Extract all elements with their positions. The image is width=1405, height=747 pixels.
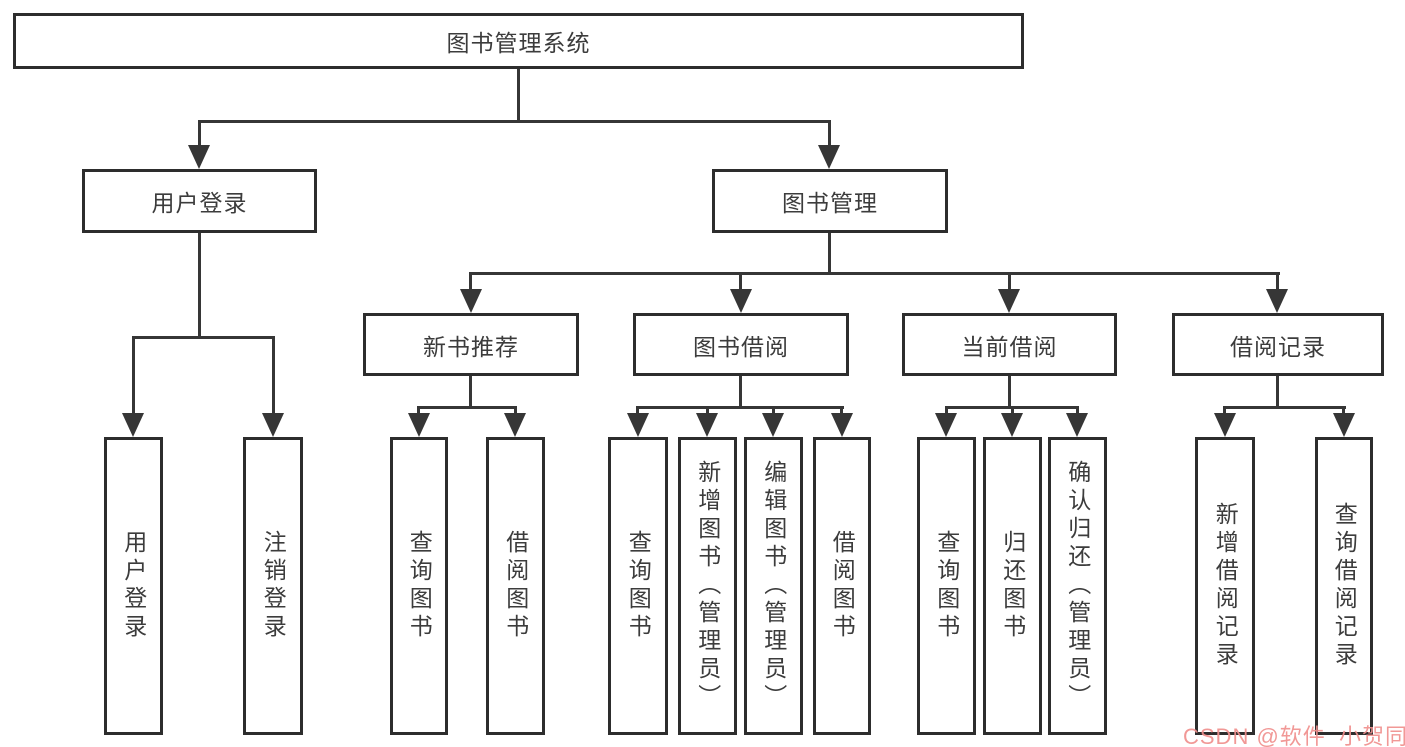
leaf-logout: 注销登录: [243, 437, 303, 735]
connector-vline: [517, 69, 520, 120]
leaf-borrow-add-books-admin-label: 新增图书（管理员）: [694, 460, 721, 712]
arrowhead-down: [1266, 289, 1288, 313]
arrowhead-down: [1333, 413, 1355, 437]
connector-vline: [739, 376, 742, 406]
node-book-borrowing-label: 图书借阅: [693, 333, 789, 360]
connector-hline: [198, 120, 831, 123]
connector-vline: [198, 120, 201, 148]
arrowhead-down: [831, 413, 853, 437]
leaf-current-confirm-return-admin-label: 确认归还（管理员）: [1064, 460, 1091, 712]
node-new-book-recommend: 新书推荐: [363, 313, 579, 376]
node-book-management-label: 图书管理: [782, 190, 878, 216]
leaf-borrow-query-books: 查询图书: [608, 437, 668, 735]
leaf-user-login-label: 用户登录: [120, 530, 147, 642]
leaf-borrow-query-books-label: 查询图书: [625, 530, 652, 642]
node-user-login: 用户登录: [82, 169, 317, 233]
node-borrow-records-label: 借阅记录: [1230, 333, 1326, 360]
connector-vline: [417, 406, 420, 418]
leaf-newbook-query-books-label: 查询图书: [406, 530, 433, 642]
connector-vline: [1342, 406, 1345, 418]
arrowhead-down: [696, 413, 718, 437]
connector-vline: [132, 336, 135, 416]
node-book-management: 图书管理: [712, 169, 948, 233]
connector-vline: [828, 233, 831, 272]
leaf-current-return-books: 归还图书: [983, 437, 1042, 735]
arrowhead-down: [1214, 413, 1236, 437]
connector-vline: [272, 336, 275, 416]
connector-vline: [469, 272, 472, 292]
arrowhead-down: [122, 413, 144, 437]
node-root: 图书管理系统: [13, 13, 1024, 69]
node-borrow-records: 借阅记录: [1172, 313, 1384, 376]
connector-vline: [636, 406, 639, 418]
leaf-newbook-borrow-books: 借阅图书: [486, 437, 545, 735]
arrowhead-down: [1001, 413, 1023, 437]
leaf-newbook-query-books: 查询图书: [390, 437, 448, 735]
arrowhead-down: [935, 413, 957, 437]
connector-vline: [945, 406, 948, 418]
arrowhead-down: [460, 289, 482, 313]
node-user-login-label: 用户登录: [151, 190, 248, 216]
leaf-records-query-record-label: 查询借阅记录: [1331, 502, 1358, 670]
leaf-user-login: 用户登录: [104, 437, 163, 735]
leaf-borrow-edit-books-admin-label: 编辑图书（管理员）: [760, 460, 787, 712]
leaf-borrow-borrow-books-label: 借阅图书: [829, 530, 856, 642]
connector-vline: [1008, 272, 1011, 292]
leaf-records-add-record-label: 新增借阅记录: [1212, 502, 1239, 670]
arrowhead-down: [188, 145, 210, 169]
node-book-borrowing: 图书借阅: [633, 313, 849, 376]
connector-vline: [198, 233, 201, 336]
arrowhead-down: [408, 413, 430, 437]
connector-hline: [132, 336, 275, 339]
connector-hline: [636, 406, 844, 409]
connector-vline: [840, 406, 843, 418]
leaf-newbook-borrow-books-label: 借阅图书: [502, 530, 529, 642]
leaf-logout-label: 注销登录: [260, 530, 287, 642]
connector-vline: [772, 406, 775, 418]
node-root-label: 图书管理系统: [446, 30, 591, 56]
connector-vline: [828, 120, 831, 148]
arrowhead-down: [627, 413, 649, 437]
leaf-current-query-books: 查询图书: [917, 437, 976, 735]
arrowhead-down: [762, 413, 784, 437]
leaf-borrow-add-books-admin: 新增图书（管理员）: [678, 437, 737, 735]
arrowhead-down: [730, 289, 752, 313]
connector-vline: [469, 376, 472, 406]
connector-vline: [1076, 406, 1079, 418]
connector-vline: [1276, 272, 1279, 292]
connector-vline: [1276, 376, 1279, 406]
leaf-records-query-record: 查询借阅记录: [1315, 437, 1373, 735]
leaf-current-return-books-label: 归还图书: [999, 530, 1026, 642]
connector-vline: [1223, 406, 1226, 418]
connector-vline: [739, 272, 742, 292]
node-new-book-recommend-label: 新书推荐: [423, 333, 519, 360]
connector-hline: [417, 406, 517, 409]
node-current-borrowing-label: 当前借阅: [961, 333, 1058, 360]
connector-vline: [1008, 376, 1011, 406]
arrowhead-down: [1066, 413, 1088, 437]
node-current-borrowing: 当前借阅: [902, 313, 1117, 376]
arrowhead-down: [262, 413, 284, 437]
leaf-borrow-borrow-books: 借阅图书: [813, 437, 871, 735]
csdn-watermark: CSDN @软件_小贺同学: [1183, 724, 1405, 747]
leaf-current-confirm-return-admin: 确认归还（管理员）: [1048, 437, 1107, 735]
connector-vline: [706, 406, 709, 418]
connector-vline: [1011, 406, 1014, 418]
connector-hline: [469, 272, 1280, 275]
arrowhead-down: [818, 145, 840, 169]
connector-vline: [514, 406, 517, 418]
arrowhead-down: [998, 289, 1020, 313]
leaf-records-add-record: 新增借阅记录: [1195, 437, 1255, 735]
leaf-current-query-books-label: 查询图书: [933, 530, 960, 642]
connector-hline: [1223, 406, 1346, 409]
arrowhead-down: [504, 413, 526, 437]
leaf-borrow-edit-books-admin: 编辑图书（管理员）: [744, 437, 803, 735]
